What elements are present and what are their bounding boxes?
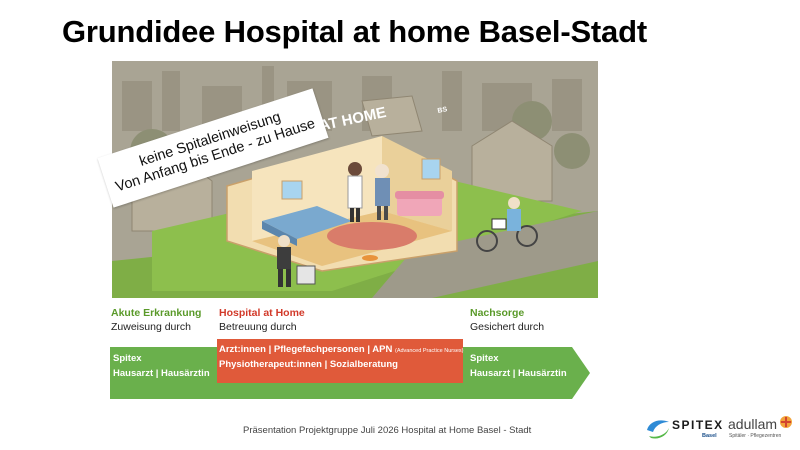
phase-aftercare-heading: Nachsorge	[470, 307, 525, 319]
phase-hospital: Hospital at Home Betreuung durch	[219, 307, 305, 334]
arrow-right-line-1: Spitex	[470, 353, 499, 364]
footer-text: Präsentation Projektgruppe Juli 2026 Hos…	[243, 425, 532, 436]
spitex-logo-sub: Basel	[702, 433, 717, 439]
hospital-team-line-2: Physiotherapeut:innen | Sozialberatung	[219, 359, 398, 370]
slide-title: Grundidee Hospital at home Basel-Stadt	[62, 14, 647, 49]
adullam-mark-icon	[780, 416, 792, 428]
hospital-team-line-1: Arzt:innen | Pflegefachpersonen | APN (A…	[219, 344, 463, 355]
phase-aftercare: Nachsorge Gesichert durch	[470, 307, 544, 334]
hospital-at-home-illustration: HOSPITAL AT HOME BS	[112, 61, 598, 298]
phase-hospital-sub: Betreuung durch	[219, 320, 297, 333]
hospital-team-box	[217, 339, 463, 383]
phase-acute-heading: Akute Erkrankung	[111, 307, 202, 319]
phase-aftercare-sub: Gesichert durch	[470, 320, 545, 333]
hospital-team-apn-note: (Advanced Practice Nurses)	[395, 348, 464, 354]
spitex-logo-name: SPITEX	[672, 418, 724, 432]
adullam-logo-name: adullam	[728, 416, 778, 432]
phase-hospital-heading: Hospital at Home	[219, 307, 305, 319]
hospital-sign-suffix: BS	[437, 106, 448, 115]
arrow-left-line-1: Spitex	[113, 353, 142, 364]
spitex-logo-icon	[647, 420, 669, 439]
arrow-left-line-2: Hausarzt | Hausärztin	[113, 368, 210, 379]
arrow-right-line-2: Hausarzt | Hausärztin	[470, 368, 567, 379]
phase-acute-sub: Zuweisung durch	[111, 320, 191, 333]
phase-acute: Akute Erkrankung Zuweisung durch	[111, 307, 201, 334]
hospital-team-roles: Arzt:innen | Pflegefachpersonen | APN	[219, 344, 393, 355]
adullam-logo-sub: Spitäler · Pflegezentren	[729, 433, 782, 439]
